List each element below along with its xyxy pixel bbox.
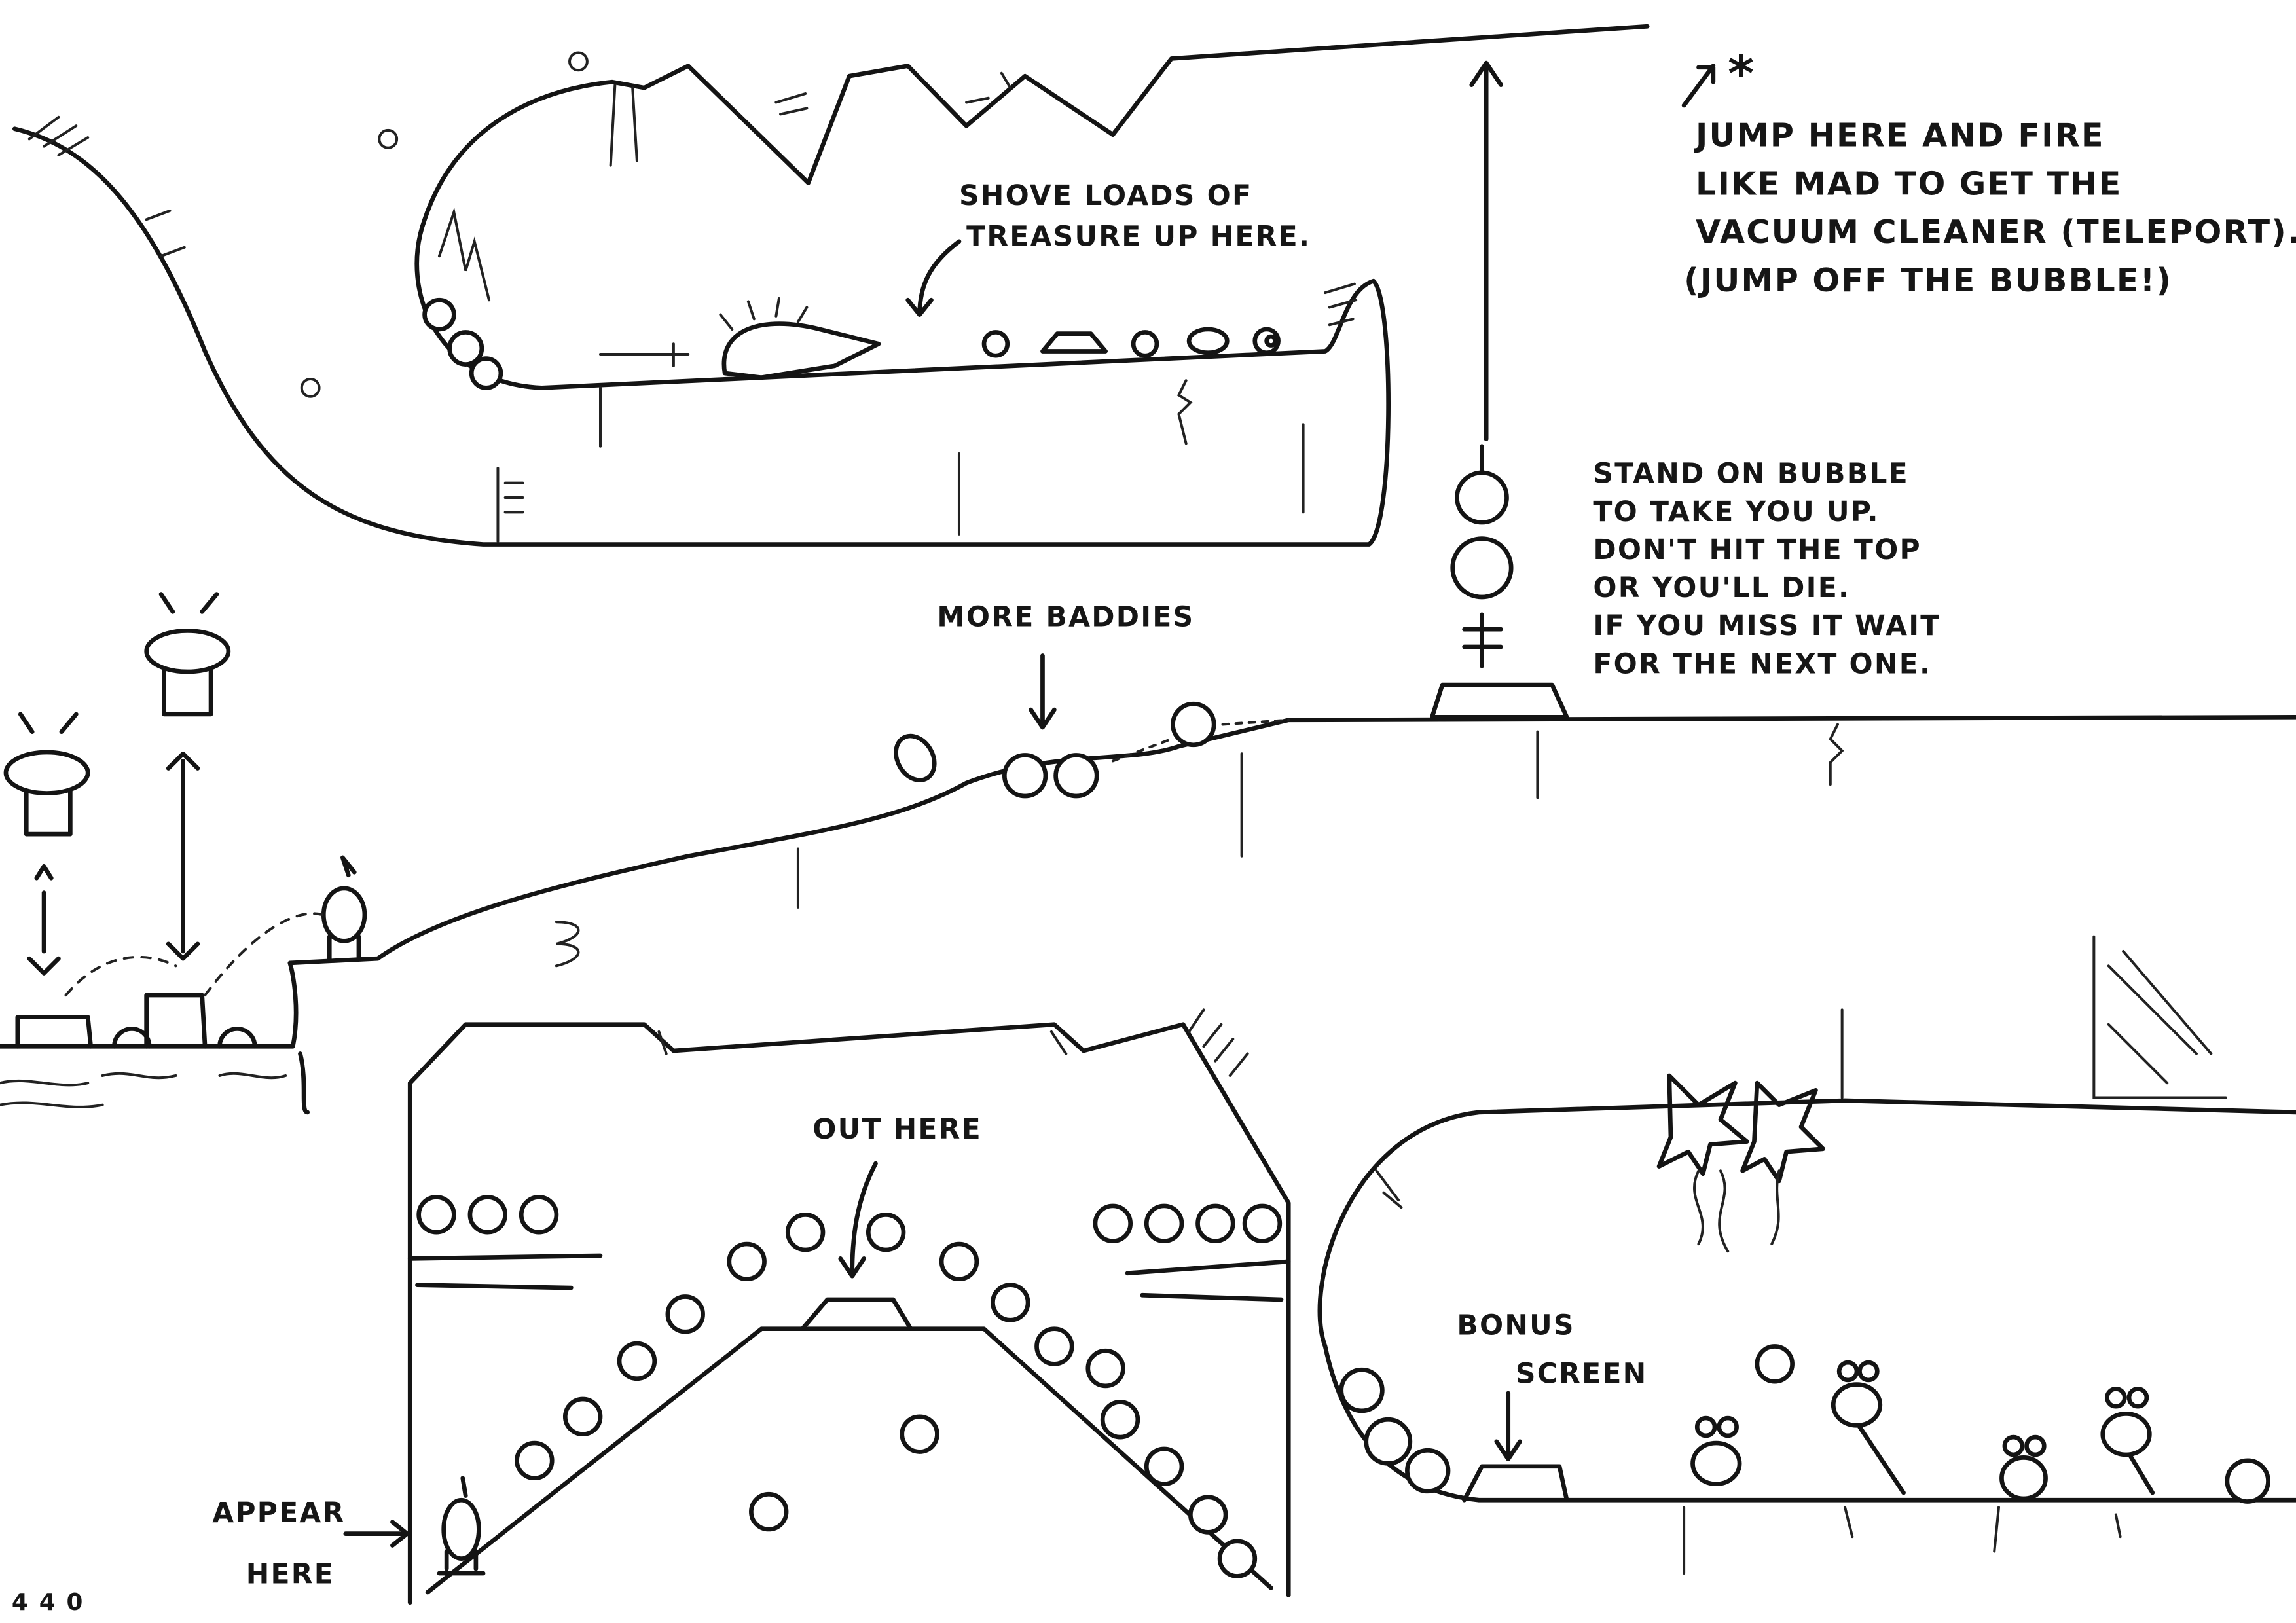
hedgehog-enemy (598, 297, 881, 380)
bubble-decoration (378, 128, 399, 149)
baddies-arrow (1029, 653, 1057, 730)
bonus-arrow (1494, 1391, 1522, 1461)
treasure-arrow (905, 239, 962, 317)
exit-note: OUT HERE (812, 1114, 982, 1146)
bubble-decoration (568, 51, 589, 72)
bonus-coins (416, 1195, 1283, 1578)
bubble-note-line-4: OR YOU'LL DIE. (1593, 572, 1850, 604)
bonus-note-line-1: BONUS (1457, 1310, 1575, 1342)
spawn-note-line-1: APPEAR (212, 1497, 345, 1529)
teleport-note-line-4: (JUMP OFF THE BUBBLE!) (1684, 261, 2172, 299)
flower-enemies (1690, 1344, 2270, 1504)
teleport-marker: * (1728, 45, 1755, 103)
lower-right-cave (1317, 1073, 2296, 1575)
exit-arrow (838, 1161, 878, 1279)
teleport-arrow (1681, 64, 1716, 108)
spawn-note-line-2: HERE (246, 1559, 335, 1591)
treasure-note-line-2: TREASURE UP HERE. (966, 221, 1311, 253)
bubble-note-line-2: TO TAKE YOU UP. (1593, 496, 1879, 528)
baddies-group (894, 701, 1290, 799)
player-character (64, 855, 367, 997)
bonus-note-line-2: SCREEN (1516, 1358, 1647, 1390)
floating-alien-enemy (3, 592, 231, 976)
treasure-items (981, 327, 1281, 358)
spawn-arrow (343, 1520, 410, 1548)
spawn-player (437, 1476, 486, 1576)
bubble-note-line-5: IF YOU MISS IT WAIT (1593, 610, 1941, 642)
bubble-note-line-1: STAND ON BUBBLE (1593, 458, 1908, 490)
treasure-note-line-1: SHOVE LOADS OF (959, 180, 1252, 212)
bubble-note-line-3: DON'T HIT THE TOP (1593, 534, 1921, 566)
bubble-decoration (300, 377, 321, 398)
teleport-note-line-1: JUMP HERE AND FIRE (1694, 117, 2105, 155)
baddies-note: MORE BADDIES (937, 602, 1194, 634)
upper-cave (12, 24, 1650, 547)
bubble-note-line-6: FOR THE NEXT ONE. (1593, 648, 1931, 680)
bottom-chamber (407, 1008, 1291, 1605)
teleport-note-line-2: LIKE MAD TO GET THE (1696, 164, 2123, 202)
artist-signature: 4 4 0 (12, 1589, 84, 1616)
teleport-note-line-3: VACUUM CLEANER (TELEPORT). (1696, 213, 2296, 251)
